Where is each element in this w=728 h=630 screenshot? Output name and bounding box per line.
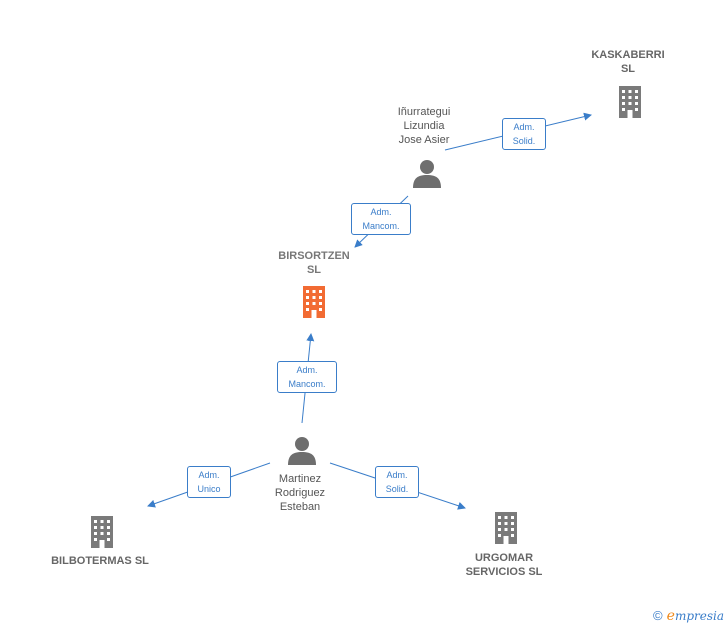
node-label-martinez[interactable]: Martinez Rodriguez Esteban [274, 473, 326, 513]
node-label-birsortzen[interactable]: BIRSORTZEN SL [278, 250, 350, 276]
node-label-bilbotermas[interactable]: BILBOTERMAS SL [51, 555, 149, 567]
brand-e: e [666, 608, 675, 624]
edge-label-inurrategui-birsortzen[interactable]: Adm. Mancom. [351, 203, 411, 235]
person-icon[interactable] [288, 437, 316, 465]
node-label-kaskaberri[interactable]: KASKABERRI SL [591, 49, 665, 75]
edge-label-martinez-birsortzen[interactable]: Adm. Mancom. [277, 361, 337, 393]
edge-label-martinez-urgomar[interactable]: Adm. Solid. [375, 466, 419, 498]
node-label-inurrategui[interactable]: Iñurrategui Lizundia Jose Asier [397, 106, 451, 146]
edge-label-martinez-bilbotermas[interactable]: Adm. Unico [187, 466, 231, 498]
brand-rest: mpresia [674, 609, 724, 623]
node-label-urgomar[interactable]: URGOMAR SERVICIOS SL [465, 552, 543, 578]
person-icon[interactable] [413, 160, 441, 188]
empresia-logo[interactable]: ©empresia [653, 608, 724, 624]
building-icon[interactable] [495, 512, 517, 544]
edge-label-inurrategui-kaskaberri[interactable]: Adm. Solid. [502, 118, 546, 150]
building-icon[interactable] [91, 516, 113, 548]
copyright-icon: © [653, 608, 663, 623]
building-icon[interactable] [303, 286, 325, 318]
building-icon[interactable] [619, 86, 641, 118]
